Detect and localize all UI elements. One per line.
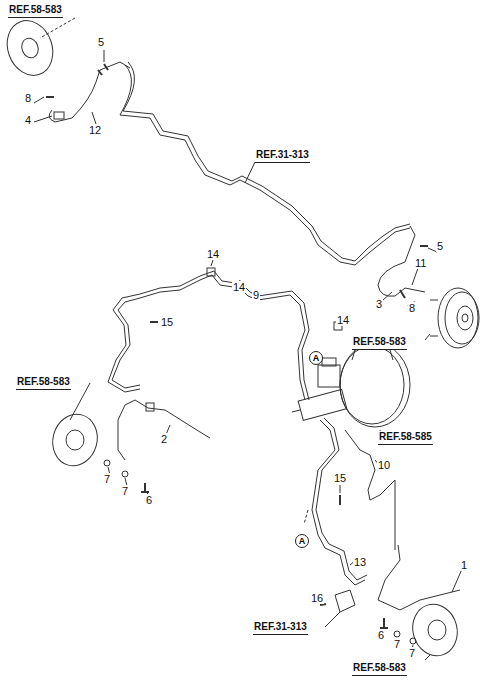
master-cylinder bbox=[292, 358, 347, 420]
bracket bbox=[335, 590, 355, 612]
callout-number: 3 bbox=[375, 298, 383, 310]
reference-label: REF.58-583 bbox=[352, 662, 407, 676]
leader-line bbox=[325, 612, 340, 627]
callout-number: 5 bbox=[97, 36, 105, 48]
callout-number: 11 bbox=[414, 257, 427, 269]
callout-number: 8 bbox=[24, 92, 32, 104]
front-left-hose bbox=[118, 400, 210, 460]
callout-number: 13 bbox=[353, 556, 367, 568]
callout-number: 7 bbox=[408, 647, 416, 659]
reference-label: REF.31-313 bbox=[255, 149, 310, 163]
rear-hose bbox=[49, 62, 130, 122]
callout-number: 4 bbox=[24, 114, 32, 126]
connector-marker-circle: A bbox=[309, 351, 323, 365]
connector-marker-circle: A bbox=[295, 534, 309, 548]
marker-letter: A bbox=[313, 354, 320, 363]
leader-line bbox=[245, 162, 255, 183]
rear-brake-pipe bbox=[120, 65, 410, 265]
callout-number: 10 bbox=[377, 459, 391, 471]
leader-line bbox=[425, 655, 430, 660]
reference-label: REF.31-313 bbox=[253, 621, 308, 635]
rear-left-shield bbox=[0, 14, 60, 82]
callout-number: 16 bbox=[310, 592, 324, 604]
callout-number: 15 bbox=[160, 316, 174, 328]
reference-label: REF.58-583 bbox=[352, 336, 407, 350]
callout-number: 15 bbox=[333, 472, 347, 484]
front-right-hose bbox=[378, 545, 460, 610]
front-left-shield bbox=[47, 409, 103, 471]
callout-number: 8 bbox=[408, 302, 416, 314]
marker-letter: A bbox=[299, 537, 306, 546]
brake-booster bbox=[340, 343, 410, 427]
reference-label: REF.58-583 bbox=[8, 4, 63, 18]
callout-number: 5 bbox=[436, 240, 444, 252]
reference-label: REF.58-583 bbox=[16, 376, 71, 390]
callout-number: 14 bbox=[206, 248, 220, 260]
callout-number: 2 bbox=[160, 433, 168, 445]
callout-number: 7 bbox=[393, 638, 401, 650]
callout-number: 6 bbox=[377, 629, 385, 641]
callout-number: 14 bbox=[232, 281, 246, 293]
leader-line bbox=[40, 18, 75, 38]
rear-drum bbox=[430, 288, 479, 348]
leader-line bbox=[425, 334, 430, 340]
reference-label: REF.58-585 bbox=[378, 431, 433, 445]
callout-number: 7 bbox=[121, 485, 129, 497]
callout-number: 12 bbox=[88, 124, 102, 136]
callout-number: 6 bbox=[145, 494, 153, 506]
callout-number: 14 bbox=[336, 314, 350, 326]
callout-number: 9 bbox=[252, 289, 260, 301]
front-right-shield bbox=[407, 599, 463, 661]
callout-number: 1 bbox=[460, 559, 468, 571]
callout-number: 7 bbox=[103, 473, 111, 485]
